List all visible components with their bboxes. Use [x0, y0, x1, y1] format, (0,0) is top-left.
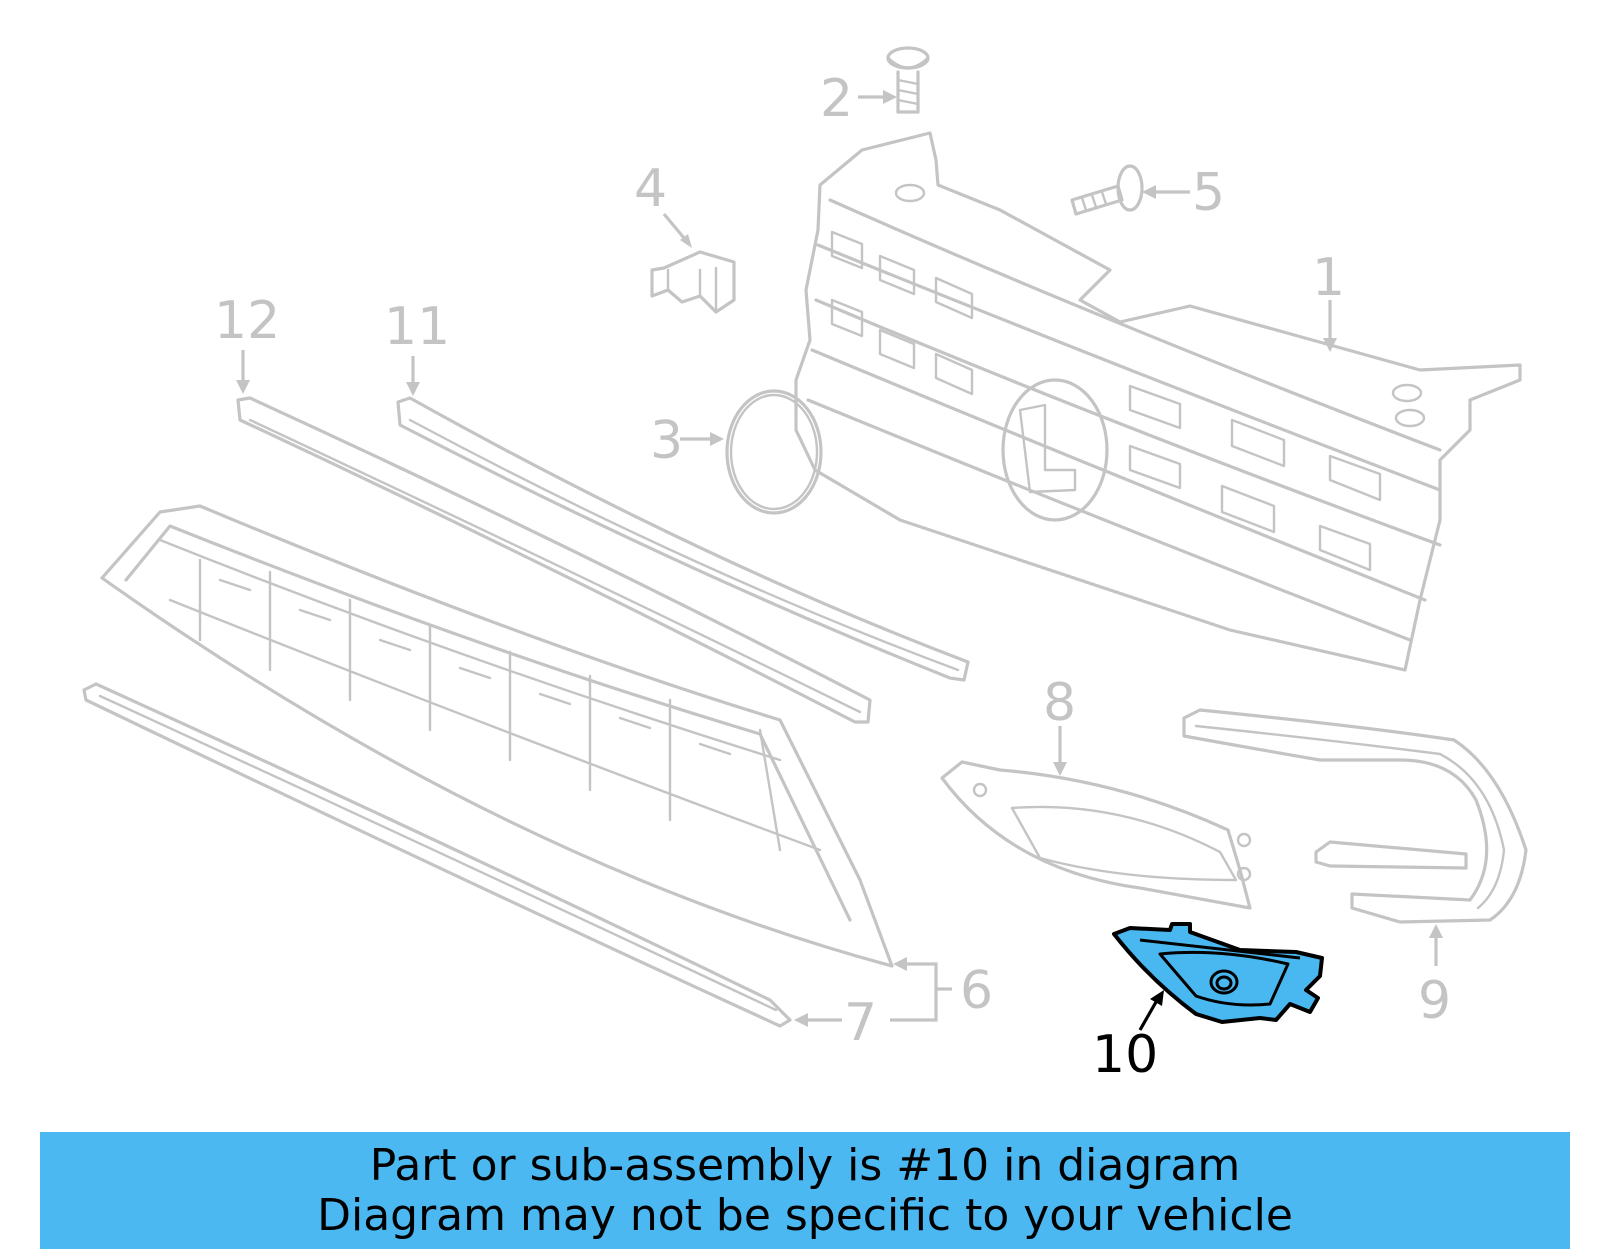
callout-label-8: 8	[1043, 673, 1076, 733]
banner-line-part: Part or sub-assembly is #10 in diagram	[369, 1139, 1241, 1191]
callout-label-11: 11	[384, 297, 450, 357]
callout-label-2: 2	[820, 69, 853, 129]
callout-label-4: 4	[634, 159, 667, 219]
info-banner: Part or sub-assembly is #10 in diagram D…	[40, 1132, 1570, 1249]
callout-label-9: 9	[1418, 971, 1451, 1031]
callout-arrow-8	[1053, 726, 1067, 776]
part-4-clip	[650, 250, 736, 314]
callout-arrow-11	[406, 356, 420, 396]
callout-label-7: 7	[844, 993, 877, 1053]
banner-line-disclaimer: Diagram may not be specific to your vehi…	[317, 1189, 1293, 1241]
part-11-molding	[396, 396, 970, 682]
callout-arrow-12	[236, 350, 250, 394]
callout-arrow-5	[1142, 185, 1190, 199]
callout-arrow-7	[794, 1013, 842, 1027]
part-3-emblem-ring	[725, 389, 823, 515]
part-2-screw	[886, 46, 930, 114]
part-5-bolt	[1070, 164, 1144, 216]
part-1-upper-grille	[794, 131, 1522, 672]
callout-arrow-3	[680, 432, 724, 446]
callout-arrow-9	[1429, 924, 1443, 966]
part-7-lower-strip	[82, 682, 792, 1028]
part-9-chrome-strip	[1182, 708, 1528, 924]
callout-label-3: 3	[650, 411, 683, 471]
callout-arrow-2	[858, 90, 897, 104]
callout-label-1: 1	[1312, 248, 1345, 308]
parts-diagram: 1 2 3 4 5 6 7 8 9 10 11 12	[82, 46, 1528, 1085]
callout-label-5: 5	[1192, 163, 1225, 223]
callout-label-12: 12	[214, 291, 280, 351]
callout-arrow-6	[890, 957, 952, 1022]
part-10-highlighted-trim	[1112, 922, 1324, 1024]
callout-arrow-10	[1138, 990, 1164, 1031]
part-12-molding	[236, 396, 872, 724]
part-6-lower-grille	[100, 504, 894, 968]
callout-arrow-4	[662, 212, 692, 248]
callout-label-6: 6	[960, 961, 993, 1021]
callout-label-10: 10	[1092, 1025, 1158, 1085]
callout-arrow-1	[1323, 300, 1337, 352]
part-8-trim-bezel	[940, 760, 1252, 910]
